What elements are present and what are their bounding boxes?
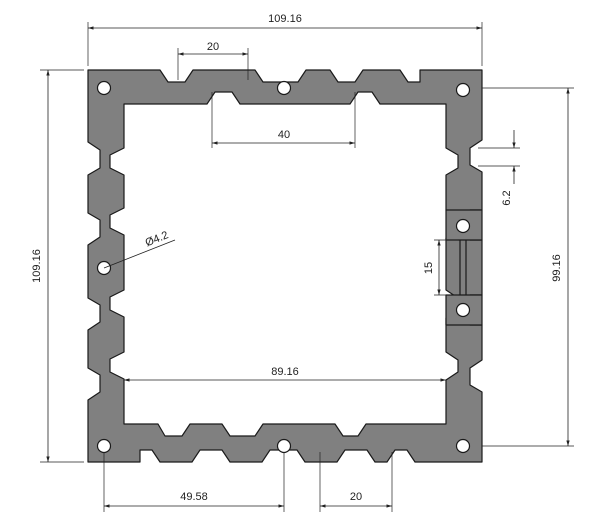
dim-inner-width-label: 89.16 <box>271 366 299 378</box>
dim-bottom-pitch: 20 <box>319 452 393 512</box>
hole-bottom-left <box>96 438 112 454</box>
dim-overall-width-label: 109.16 <box>268 13 302 25</box>
hole-bottom-mid <box>276 438 292 454</box>
hole-top-left <box>96 80 112 96</box>
dim-overall-height-label: 109.16 <box>31 249 43 283</box>
dim-gap-15: 15 <box>423 239 458 296</box>
dim-slot-62-label: 6.2 <box>501 190 513 205</box>
hole-top-mid <box>276 80 292 96</box>
frame-outline <box>87 69 483 463</box>
dim-gap-15-label: 15 <box>423 262 435 274</box>
dim-right-height-label: 99.16 <box>551 254 563 282</box>
dim-inner-width: 89.16 <box>124 366 446 382</box>
dim-slot-40-label: 40 <box>278 129 290 141</box>
dim-right-height: 99.16 <box>482 87 574 447</box>
profile-frame <box>87 69 483 463</box>
dim-top-pitch-label: 20 <box>207 41 219 53</box>
hole-bottom-right <box>455 438 471 454</box>
dim-overall-width: 109.16 <box>87 13 483 66</box>
hole-top-right <box>455 82 471 98</box>
dim-top-pitch: 20 <box>177 41 249 80</box>
dim-hole-diameter-label: Ø4.2 <box>144 229 171 249</box>
hole-right-upper <box>455 218 471 234</box>
dim-slot-40: 40 <box>211 92 356 148</box>
dim-overall-height: 109.16 <box>31 69 84 463</box>
hole-right-lower <box>455 302 471 318</box>
dim-bottom-offset: 49.58 <box>103 452 285 512</box>
dim-bottom-pitch-label: 20 <box>350 491 362 503</box>
dim-slot-62: 6.2 <box>478 130 520 206</box>
dim-bottom-offset-label: 49.58 <box>180 491 208 503</box>
